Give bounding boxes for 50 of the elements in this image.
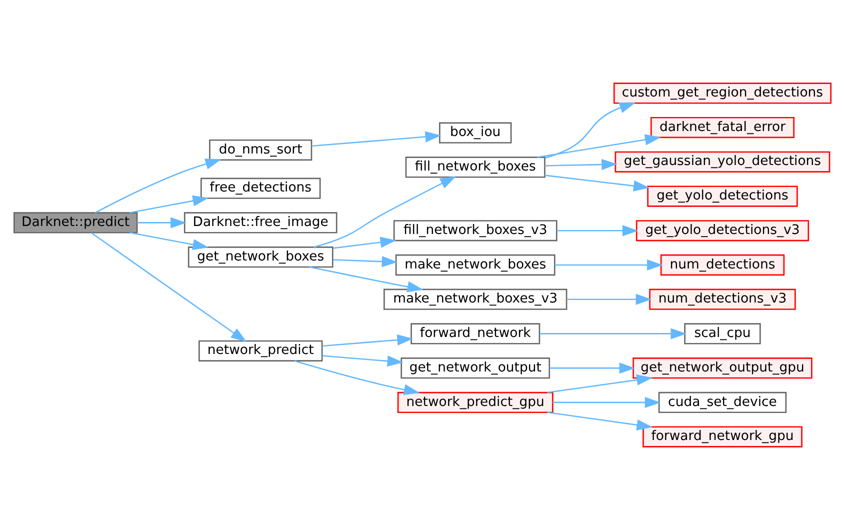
node-box: network_predict_gpu [397,391,554,413]
node-box: forward_network [410,322,540,344]
arrow [547,411,653,430]
node-box: get_yolo_detections_v3 [636,220,810,241]
node-box: network_predict [198,340,323,361]
arrow [130,232,209,250]
arrow [314,176,456,248]
arrow [537,134,661,158]
arrow [312,130,442,146]
node-box: custom_get_region_detections [613,82,832,104]
node-box: forward_network_gpu [642,426,802,447]
node-box: make_network_boxes [395,254,556,276]
node-box: get_network_boxes [188,246,334,268]
arrow [552,396,661,408]
node-box: cuda_set_device [658,391,787,413]
arrow [322,334,414,346]
arrow [556,224,638,236]
node-box: fill_network_boxes [405,156,546,178]
arrow [554,258,663,270]
arrow [566,293,652,304]
arrow [294,360,420,395]
node-box: num_detections [660,254,785,276]
arrow [333,256,398,267]
node-box: get_network_output [400,357,550,378]
node-box: darknet_fatal_error [650,116,795,138]
arrow [544,102,636,158]
arrow [549,362,636,374]
node-box: Darknet::predict [13,212,138,233]
node-box: get_yolo_detections [647,185,798,206]
arrow [322,354,404,366]
arrow [90,232,247,342]
node-box: do_nms_sort [209,138,312,160]
node-box: Darknet::free_image [184,212,338,233]
arrow [309,266,424,292]
arrow [540,328,687,339]
node-box: get_network_output_gpu [632,357,812,378]
node-box: get_gaussian_yolo_detections [614,150,830,172]
arrow [137,216,186,228]
arrow [333,236,396,248]
arrow [94,158,222,213]
arrow [544,158,618,170]
arrow [547,374,653,393]
node-box: make_network_boxes_v3 [384,288,568,310]
node-box: fill_network_boxes_v3 [393,220,558,241]
node-box: box_iou [439,122,512,143]
arrow [544,174,650,191]
arrow [130,194,209,213]
node-box: scal_cpu [684,322,761,344]
node-box: free_detections [200,177,321,198]
node-box: num_detections_v3 [649,288,796,310]
